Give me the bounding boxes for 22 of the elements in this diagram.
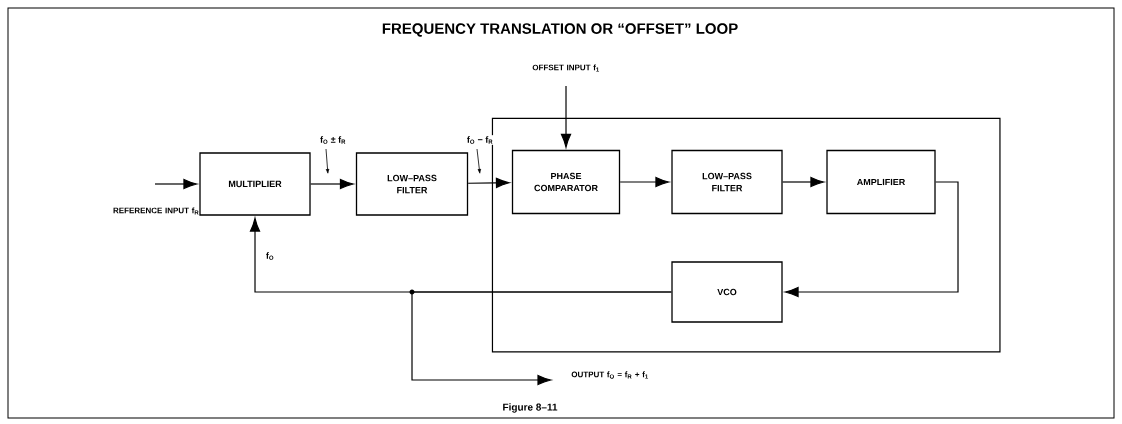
edge-label: f$_{O}$	[264, 251, 276, 261]
arrow	[467, 177, 510, 188]
process-box: AMPLIFIER	[826, 149, 936, 215]
arrow	[782, 176, 825, 188]
arrow	[154, 178, 198, 190]
caption: Figure 8–11	[503, 403, 558, 413]
title: FREQUENCY TRANSLATION OR “OFFSET” LOOP	[382, 23, 738, 37]
enclosing-box	[491, 117, 1001, 353]
process-box: PHASE COMPARATOR	[511, 149, 621, 215]
arrow	[784, 181, 959, 298]
process-box: LOW–PASS FILTER	[355, 152, 469, 216]
arrow	[560, 85, 572, 148]
io-label: OUTPUT f$_{O}$ = f$_{R}$ + f$_{1}$	[571, 371, 649, 379]
edge-label: f$_{O}$ ± f$_{R}$	[319, 135, 347, 145]
process-box: MULTIPLIER	[199, 152, 311, 216]
edge-label: f$_{O}$ − f$_{R}$	[465, 135, 495, 145]
arrow	[619, 176, 670, 188]
arrow	[310, 178, 354, 190]
process-box: LOW–PASS FILTER	[671, 149, 783, 215]
io-label: OFFSET INPUT f$_{1}$	[532, 64, 600, 72]
arrow	[411, 291, 672, 386]
process-box: VCO	[671, 261, 783, 323]
